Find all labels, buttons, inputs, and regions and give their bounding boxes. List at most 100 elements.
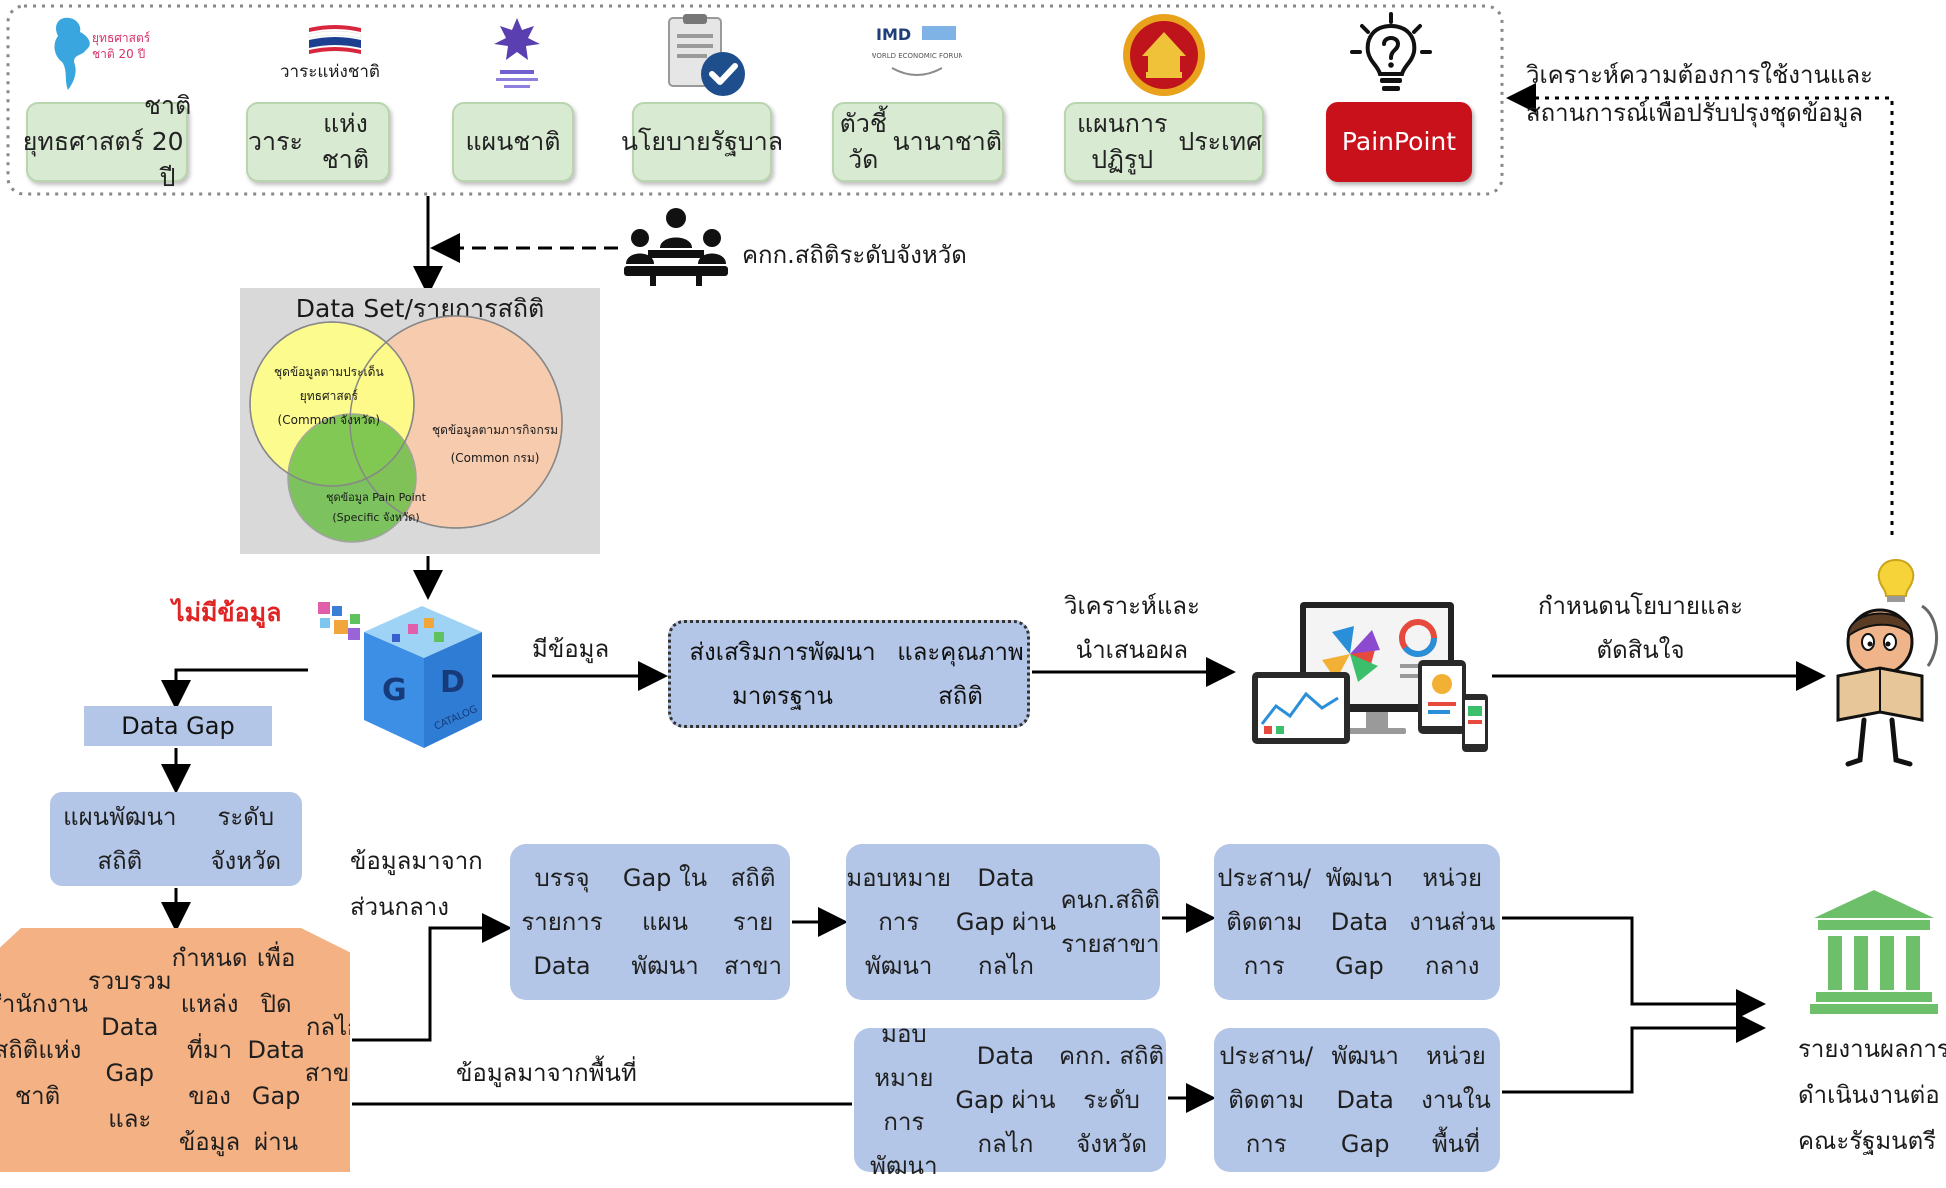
row2-box1-line2: Data Gap ผ่านกลไก (955, 1042, 1056, 1158)
promote-standards-box: ส่งเสริมการพัฒนามาตรฐาน และคุณภาพสถิติ (668, 620, 1030, 728)
card-national-agenda: วาระ แห่งชาติ (246, 102, 390, 182)
promote-line2: และคุณภาพสถิติ (897, 638, 1024, 710)
feedback-arrow (1506, 83, 1894, 535)
card-line1: Pain (1341, 127, 1394, 156)
gd-catalog-icon: G D CATALOG (312, 592, 492, 752)
row1-box3-line3: หน่วยงานส่วนกลาง (1409, 864, 1496, 980)
report-line3: คณะรัฐมนตรี (1798, 1127, 1937, 1155)
venn-green-line2: (Specific จังหวัด) (332, 511, 420, 524)
feedback-label: วิเคราะห์ความต้องการใช้งานและ สถานการณ์เ… (1526, 56, 1873, 132)
policy-line1: กำหนดนโยบายและ (1538, 592, 1744, 620)
row2-box1-line1: มอบหมายการพัฒนา (870, 1020, 938, 1180)
venn-yellow-line3: (Common จังหวัด) (277, 413, 381, 427)
government-building-icon (1808, 884, 1940, 1016)
arrow-row2-to-report (1502, 1013, 1766, 1094)
reform-emblem-icon (1118, 12, 1210, 98)
reading-person-icon (1830, 556, 1946, 770)
row2-box1-line3: คกก. สถิติระดับจังหวัด (1059, 1042, 1165, 1158)
card-line1: แผน (465, 127, 514, 156)
checklist-icon (665, 14, 747, 98)
nso-line1: สำนักงานสถิติแห่งชาติ (0, 990, 88, 1110)
row1-assign-sector-box: มอบหมายการพัฒนา Data Gap ผ่านกลไก คนก.สถ… (846, 844, 1160, 1000)
national-agenda-logo-text: วาระแห่งชาติ (280, 62, 380, 82)
card-line1: ยุทธศาสตร์ (22, 127, 144, 156)
garuda-emblem-icon (482, 14, 552, 94)
local-source-label: ข้อมูลมาจากพื้นที่ (456, 1059, 637, 1087)
row2-coordinate-local-box: ประสาน/ติดตามการ พัฒนา Data Gap หน่วยงาน… (1214, 1028, 1500, 1172)
central-line1: ข้อมูลมาจาก (350, 847, 483, 875)
central-line2: ส่วนกลาง (350, 893, 449, 921)
analyze-line1: วิเคราะห์และ (1064, 592, 1200, 620)
report-cabinet-label: รายงานผลการ ดำเนินงานต่อ คณะรัฐมนตรี (1798, 1026, 1946, 1164)
row2-box2-line3: หน่วยงานในพื้นที่ (1421, 1042, 1491, 1158)
venn-orange-line1: ชุดข้อมูลตามภารกิจกรม (432, 423, 559, 437)
row1-box3-line2: พัฒนา Data Gap (1325, 864, 1394, 980)
no-data-label: ไม่มีข้อมูล (172, 598, 282, 627)
row1-box2-line3: คนก.สถิติรายสาขา (1060, 886, 1160, 958)
venn-orange-label: ชุดข้อมูลตามภารกิจกรม (Common กรม) (432, 416, 558, 472)
card-national-plan: แผน ชาติ (452, 102, 574, 182)
analyze-line2: นำเสนอผล (1075, 636, 1189, 664)
card-line1: ตัวชี้วัด (839, 109, 887, 174)
imd-wef-logo-icon: IMD WORLD ECONOMIC FORUM (869, 20, 965, 92)
row2-box2-line2: พัฒนา Data Gap (1331, 1042, 1399, 1158)
imd-logo-text: IMD (876, 25, 911, 44)
promote-line1: ส่งเสริมการพัฒนามาตรฐาน (689, 638, 876, 710)
feedback-line1: วิเคราะห์ความต้องการใช้งานและ (1526, 61, 1873, 89)
meeting-icon (620, 206, 732, 288)
dataset-title: Data Set/รายการสถิติ (295, 294, 545, 323)
policy-label: กำหนดนโยบายและ ตัดสินใจ (1538, 584, 1743, 672)
row1-box1-line2: Gap ในแผนพัฒนา (622, 864, 708, 980)
row1-box3-line1: ประสาน/ติดตามการ (1217, 864, 1312, 980)
card-line1: วาระ (248, 127, 303, 156)
card-national-strategy: ยุทธศาสตร์ ชาติ 20 ปี (22, 91, 191, 192)
card-line2: รัฐบาล (710, 127, 784, 156)
lightbulb-question-icon (1346, 8, 1436, 98)
card-country-reform: แผนการปฏิรูป ประเทศ (1064, 102, 1264, 182)
has-data-label: มีข้อมูล (532, 635, 610, 663)
wef-logo-text: WORLD ECONOMIC FORUM (872, 52, 962, 60)
provincial-stat-plan-box: แผนพัฒนาสถิติ ระดับจังหวัด (50, 792, 302, 886)
arrow-catalog-to-datagap (161, 668, 308, 710)
card-international-indicators: ตัวชี้วัด นานาชาติ (832, 102, 1004, 182)
card-line1: นโยบาย (620, 127, 711, 156)
committee-label: คกก.สถิติระดับจังหวัด (742, 241, 967, 269)
card-line2: Point (1394, 127, 1457, 156)
row1-box2-line2: Data Gap ผ่านกลไก (955, 864, 1057, 980)
data-gap-label: Data Gap (121, 712, 235, 740)
card-line2: ชาติ (513, 127, 561, 156)
strategy-logo-text: ยุทธศาสตร์ชาติ 20 ปี (92, 31, 151, 61)
dataset-box: Data Set/รายการสถิติ ชุดข้อมูลตามประเด็น… (240, 288, 600, 554)
arrow-nso-to-central (352, 913, 512, 1042)
feedback-line2: สถานการณ์เพื่อปรับปรุงชุดข้อมูล (1526, 99, 1864, 127)
nso-line5: กลไกสาขา (304, 1013, 363, 1087)
venn-green-label: ชุดข้อมูล Pain Point (Specific จังหวัด) (326, 488, 426, 528)
row1-box2-line1: มอบหมายการพัฒนา (846, 864, 951, 980)
venn-diagram (249, 315, 563, 543)
card-government-policy: นโยบาย รัฐบาล (621, 102, 783, 182)
plan-line1: แผนพัฒนาสถิติ (63, 803, 177, 875)
dashboard-devices-icon (1250, 598, 1488, 754)
nso-line4: เพื่อปิด Data Gap ผ่าน (247, 944, 305, 1156)
card-line1: แผนการปฏิรูป (1076, 109, 1168, 174)
data-gap-box: Data Gap (84, 706, 272, 746)
row1-include-datagap-box: บรรจุรายการ Data Gap ในแผนพัฒนา สถิติราย… (510, 844, 790, 1000)
venn-yellow-line2: ยุทธศาสตร์ (299, 389, 358, 403)
arrow-row1-to-report (1502, 916, 1766, 1019)
card-line2: แห่งชาติ (321, 109, 370, 174)
row1-box1-line3: สถิติรายสาขา (724, 864, 783, 980)
card-pain-point: Pain Point (1326, 102, 1472, 182)
gd-g-letter: G (382, 673, 407, 708)
report-line1: รายงานผลการ (1798, 1035, 1946, 1063)
venn-orange-line2: (Common กรม) (450, 451, 540, 465)
card-line2: นานาชาติ (892, 127, 1003, 156)
policy-sources-group (6, 4, 1504, 196)
row1-box1-line1: บรรจุรายการ Data (521, 864, 603, 980)
thai-flag-icon (305, 22, 365, 62)
venn-yellow-line1: ชุดข้อมูลตามประเด็น (274, 365, 384, 379)
venn-green-line1: ชุดข้อมูล Pain Point (326, 491, 426, 504)
row1-coordinate-central-box: ประสาน/ติดตามการ พัฒนา Data Gap หน่วยงาน… (1214, 844, 1500, 1000)
venn-yellow-label: ชุดข้อมูลตามประเด็น ยุทธศาสตร์ (Common จ… (274, 360, 384, 432)
